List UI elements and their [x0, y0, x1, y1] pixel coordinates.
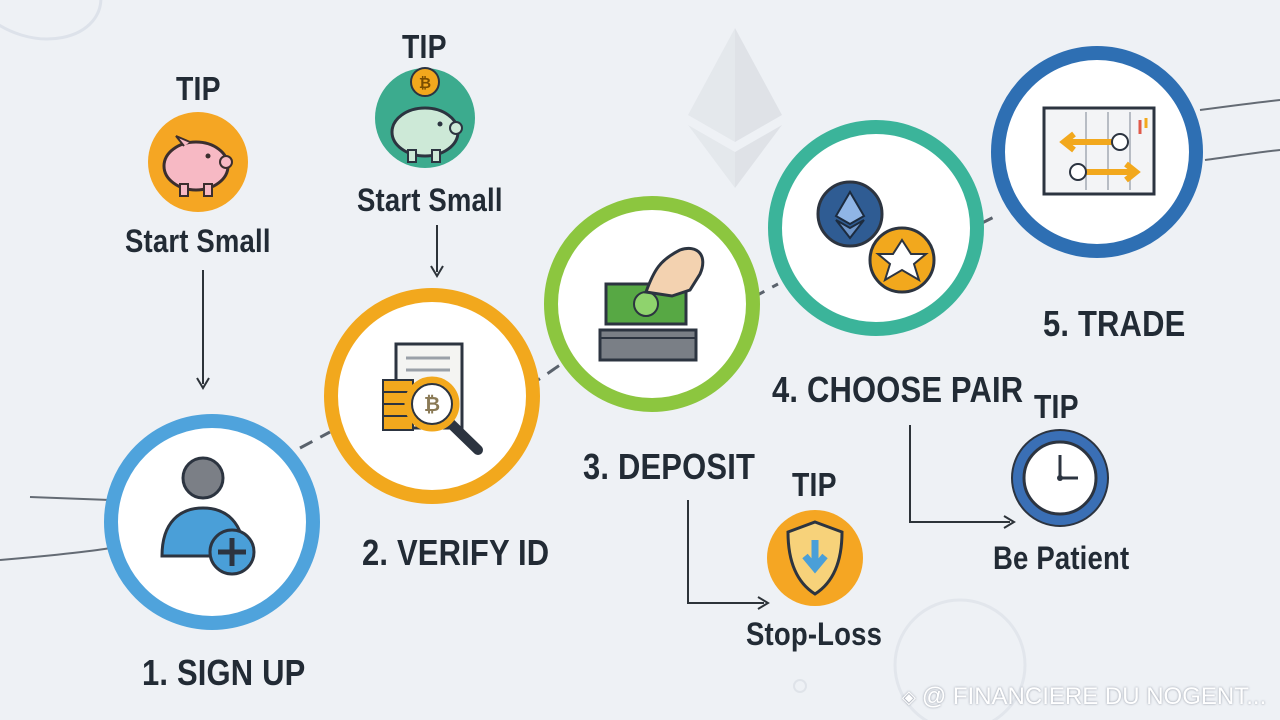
coin-pair-icon [816, 180, 936, 294]
roadmap-path [299, 212, 1001, 450]
piggy-bank-coin-icon: ₿ [375, 67, 475, 168]
svg-text:₿: ₿ [419, 74, 431, 92]
trade-chart-icon [1042, 106, 1156, 196]
tip-4-heading: TIP [1034, 388, 1079, 425]
tip-1-heading: TIP [176, 70, 221, 107]
step-5-circle [991, 46, 1203, 258]
watermark-text: @ FINANCIERE DU NOGENT... [921, 683, 1267, 710]
step-1-circle [104, 414, 320, 630]
step-1-label: 1. SIGN UP [142, 652, 306, 693]
step-2-label: 2. VERIFY ID [362, 532, 550, 573]
step-4-circle [768, 120, 984, 336]
tip-3-heading: TIP [792, 466, 837, 503]
step-3-label: 3. DEPOSIT [583, 446, 756, 487]
step-3-circle [544, 196, 760, 412]
tip-3-text: Stop-Loss [746, 616, 883, 652]
user-add-icon [160, 456, 256, 576]
step-5-label: 5. TRADE [1043, 303, 1186, 344]
tip-2-text: Start Small [357, 182, 503, 218]
cash-deposit-icon [598, 247, 705, 362]
svg-text:₿: ₿ [424, 392, 440, 416]
tip-arrows [196, 225, 1016, 610]
diamond-logo-icon: ◈ [902, 686, 916, 707]
clock-icon [1011, 429, 1109, 527]
watermark: ◈ @ FINANCIERE DU NOGENT... [902, 683, 1266, 711]
tip-4-text: Be Patient [993, 540, 1130, 576]
tip-1-text: Start Small [125, 223, 271, 259]
shield-icon [767, 510, 863, 606]
ethereum-watermark-icon [688, 28, 782, 188]
document-search-icon: ₿ [382, 342, 483, 455]
step-4-label: 4. CHOOSE PAIR [772, 369, 1024, 410]
step-2-circle: ₿ [324, 288, 540, 504]
tip-2-heading: TIP [402, 28, 447, 65]
piggy-bank-icon [148, 112, 248, 212]
